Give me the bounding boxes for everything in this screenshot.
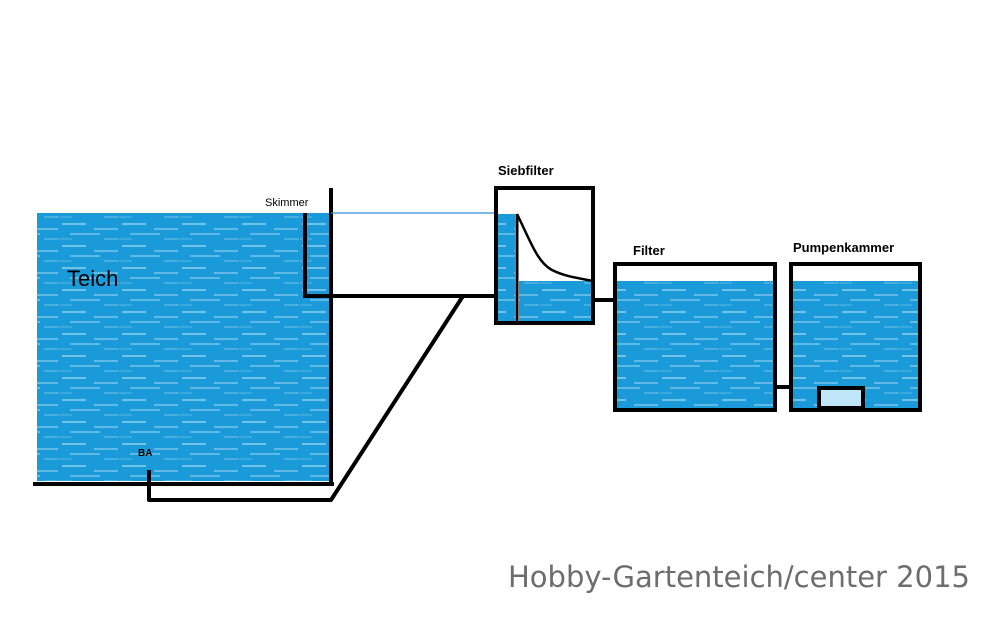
sieve-filter-box: [494, 186, 595, 325]
filter-water: [617, 281, 773, 408]
sieve-outlet-water: [519, 281, 591, 322]
sieve-filter-label: Siebfilter: [498, 163, 554, 178]
pond-water: [37, 213, 331, 481]
filter-label: Filter: [633, 243, 665, 258]
pond-label: Teich: [67, 266, 118, 291]
watermark: Hobby-Gartenteich/center 2015: [508, 560, 970, 594]
pond: [33, 188, 334, 486]
skimmer-label: Skimmer: [265, 197, 309, 209]
skimmer: [303, 213, 333, 298]
pump-chamber-label: Pumpenkammer: [793, 240, 894, 255]
filter-chamber: [613, 262, 777, 412]
sieve-screen: [515, 213, 594, 283]
pump-chamber: [789, 262, 922, 412]
pump: [817, 386, 865, 410]
sieve-inlet-water: [497, 214, 515, 322]
filter-box: [613, 262, 777, 412]
bottom-drain-pipe: [147, 294, 465, 502]
sieve-filter: [494, 186, 595, 325]
bottom-drain-label: BA: [138, 448, 152, 459]
pipes: [147, 294, 791, 502]
